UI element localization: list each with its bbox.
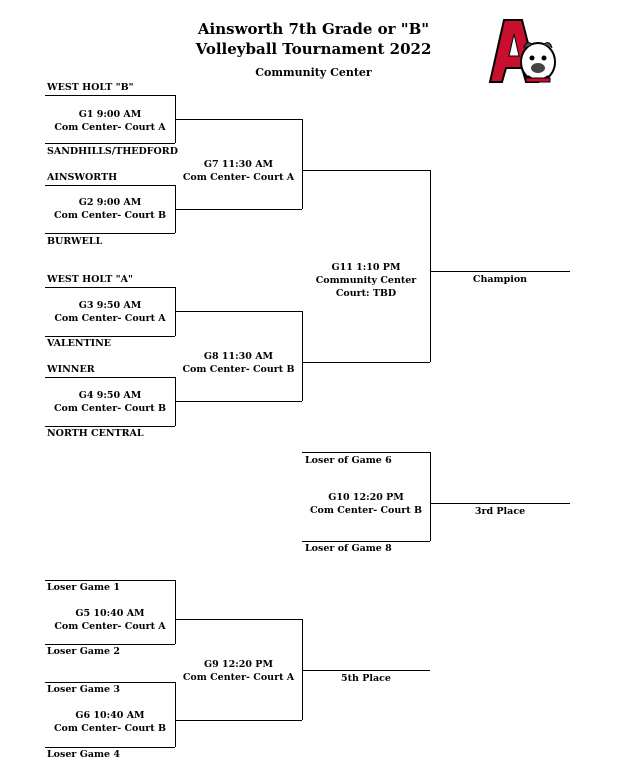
team-loser-game-6: Loser of Game 6 bbox=[305, 455, 392, 466]
game-g8: G8 11:30 AM Com Center- Court B bbox=[182, 351, 295, 375]
venue-subtitle: Community Center bbox=[255, 66, 372, 79]
team-west-holt-a: WEST HOLT "A" bbox=[47, 274, 133, 285]
game-g9: G9 12:20 PM Com Center- Court A bbox=[182, 659, 295, 683]
champion-label: Champion bbox=[472, 274, 528, 285]
game-g1: G1 9:00 AM Com Center- Court A bbox=[54, 109, 166, 133]
team-loser-game-2: Loser Game 2 bbox=[47, 646, 121, 657]
fifth-place-label: 5th Place bbox=[341, 673, 391, 684]
team-loser-game-8: Loser of Game 8 bbox=[305, 543, 392, 554]
team-burwell: BURWELL bbox=[47, 236, 103, 247]
team-west-holt-b: WEST HOLT "B" bbox=[47, 82, 134, 93]
game-g4: G4 9:50 AM Com Center- Court B bbox=[54, 390, 166, 414]
team-north-central: NORTH CENTRAL bbox=[47, 428, 144, 439]
team-loser-game-1: Loser Game 1 bbox=[47, 582, 121, 593]
game-g5: G5 10:40 AM Com Center- Court A bbox=[54, 608, 166, 632]
team-loser-game-3: Loser Game 3 bbox=[47, 684, 121, 695]
title-line-1: Ainsworth 7th Grade or "B" bbox=[197, 20, 430, 38]
game-g3: G3 9:50 AM Com Center- Court A bbox=[54, 300, 166, 324]
team-loser-game-4: Loser Game 4 bbox=[47, 749, 121, 760]
game-g11: G11 1:10 PM Community Center Court: TBD bbox=[315, 262, 417, 299]
third-place-label: 3rd Place bbox=[474, 506, 526, 517]
school-logo bbox=[488, 19, 556, 83]
team-ainsworth: AINSWORTH bbox=[47, 172, 118, 183]
game-g10: G10 12:20 PM Com Center- Court B bbox=[310, 492, 422, 516]
title-line-2: Volleyball Tournament 2022 bbox=[195, 40, 432, 58]
game-g6: G6 10:40 AM Com Center- Court B bbox=[54, 710, 166, 734]
team-sandhills-thedford: SANDHILLS/THEDFORD bbox=[47, 146, 178, 157]
team-winner: WINNER bbox=[47, 364, 95, 375]
game-g7: G7 11:30 AM Com Center- Court A bbox=[182, 159, 295, 183]
team-valentine: VALENTINE bbox=[47, 338, 112, 349]
game-g2: G2 9:00 AM Com Center- Court B bbox=[54, 197, 166, 221]
